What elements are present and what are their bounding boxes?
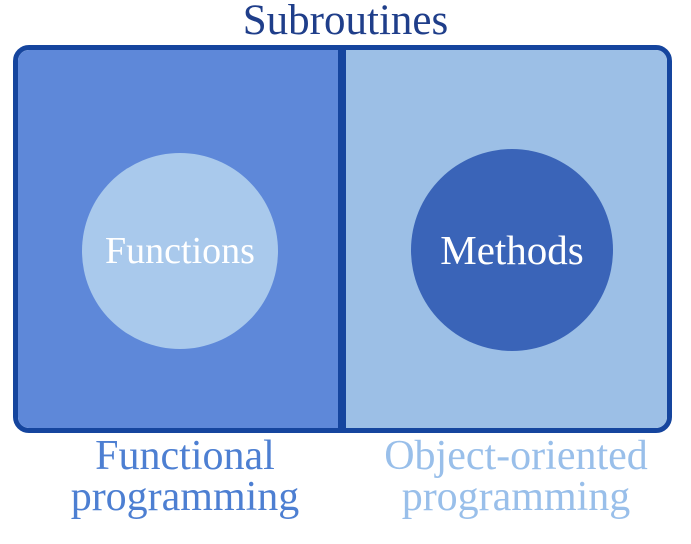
functions-circle-label: Functions [105, 230, 255, 272]
subroutines-box: Functions Methods [13, 45, 672, 433]
caption-object-oriented-programming: Object-oriented programming [384, 433, 648, 520]
methods-circle: Methods [411, 149, 613, 351]
page-title: Subroutines [242, 0, 449, 44]
functional-programming-panel: Functions [18, 50, 338, 428]
object-oriented-panel: Methods [338, 50, 667, 428]
methods-circle-label: Methods [440, 227, 584, 273]
functions-circle: Functions [82, 153, 278, 349]
caption-functional-programming: Functional programming [70, 433, 300, 520]
